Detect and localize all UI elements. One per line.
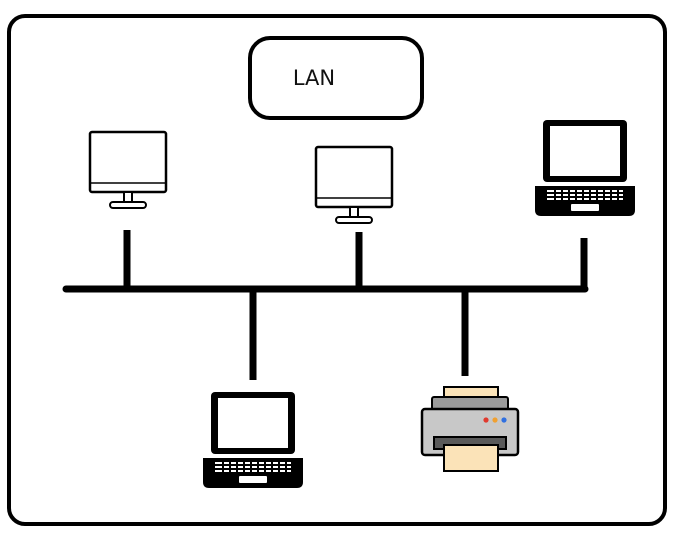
lan-label: LAN: [293, 66, 335, 90]
desktop-monitor-icon: [314, 145, 394, 224]
laptop-icon: [203, 392, 303, 488]
desktop-monitor-icon: [88, 130, 168, 209]
printer-icon: [420, 386, 520, 472]
laptop-icon: [535, 120, 635, 216]
lan-label-box: LAN: [248, 36, 424, 120]
